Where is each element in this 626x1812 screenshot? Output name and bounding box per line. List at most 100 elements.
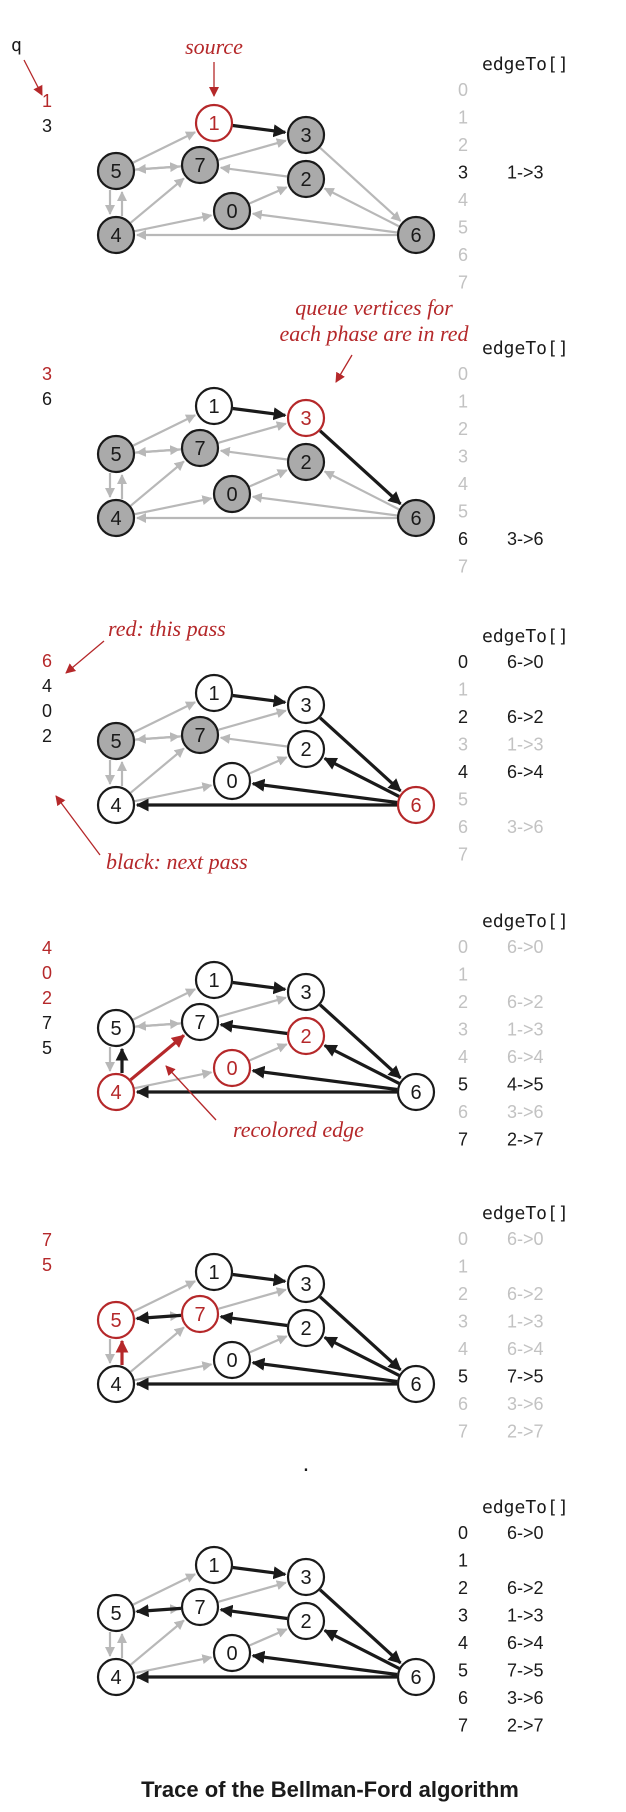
edge-7-3 [218, 708, 287, 731]
edgeto-header: edgeTo[] [482, 54, 569, 75]
edgeto-index: 6 [458, 1102, 468, 1122]
vertex-label: 7 [194, 155, 205, 177]
edgeto-index: 4 [458, 474, 468, 494]
vertex-circle [212, 1633, 252, 1673]
edgeto-index: 6 [458, 1688, 468, 1708]
edgeto-index: 0 [458, 937, 468, 957]
edgeto-header: edgeTo[] [482, 626, 569, 647]
vertex-6: 6 [396, 785, 436, 825]
edgeto-index: 7 [458, 845, 468, 865]
vertex-label: 7 [194, 1012, 205, 1034]
edge-4-7 [129, 747, 185, 794]
edgeto-index: 1 [458, 680, 468, 700]
vertex-label: 0 [226, 1350, 237, 1372]
edge-7-5 [135, 163, 182, 174]
vertex-1: 1 [194, 103, 234, 143]
vertex-label: 7 [194, 438, 205, 460]
queue-entry: 4 [42, 676, 52, 696]
edgeto-index: 7 [458, 1716, 468, 1736]
edge-5-1 [132, 414, 196, 447]
black-pass-arrow [55, 795, 101, 856]
recolored-edge-arrow [165, 1065, 217, 1121]
edge-4-0 [134, 1361, 213, 1382]
edgeto-index: 5 [458, 502, 468, 522]
edgeto-entry: 2->7 [507, 1130, 544, 1150]
vertex-6: 6 [396, 1364, 436, 1404]
recolored-edge-annotation: recolored edge [233, 1117, 364, 1142]
vertex-6: 6 [396, 1072, 436, 1112]
vertex-circle [96, 215, 136, 255]
vertex-4: 4 [96, 1072, 136, 1112]
edgeto-entry: 3->6 [507, 817, 544, 837]
edgeto-index: 5 [458, 1367, 468, 1387]
red-pass-arrow [65, 640, 105, 674]
vertex-label: 1 [208, 1555, 219, 1577]
edgeto-entry: 2->7 [507, 1716, 544, 1736]
vertex-7: 7 [180, 1587, 220, 1627]
edgeto-header: edgeTo[] [482, 338, 569, 359]
edgeto-entry: 3->6 [507, 1688, 544, 1708]
vertex-circle [180, 428, 220, 468]
vertex-0: 0 [212, 1633, 252, 1673]
vertex-label: 2 [300, 452, 311, 474]
edge-1-3 [232, 123, 287, 138]
edge-6-2 [323, 1336, 400, 1377]
edge-7-5 [135, 1020, 182, 1031]
edge-3-6 [319, 1295, 402, 1372]
edgeto-index: 2 [458, 707, 468, 727]
vertex-circle [396, 1657, 436, 1697]
edgeto-index: 3 [458, 735, 468, 755]
vertex-label: 2 [300, 1318, 311, 1340]
vertex-circle [180, 145, 220, 185]
edgeto-entry: 7->5 [507, 1367, 544, 1387]
vertex-circle [96, 721, 136, 761]
queue-entry: 4 [42, 938, 52, 958]
edge-3-6 [319, 716, 402, 793]
edge-2-7 [219, 1604, 288, 1621]
vertex-0: 0 [212, 761, 252, 801]
vertex-circle [212, 191, 252, 231]
vertex-circle [286, 398, 326, 438]
edge-6-0 [251, 778, 398, 805]
vertex-label: 3 [300, 1274, 311, 1296]
vertex-circle [180, 715, 220, 755]
edge-1-3 [232, 980, 287, 995]
edgeto-index: 5 [458, 218, 468, 238]
queue-entry: 3 [42, 116, 52, 136]
edge-7-5 [135, 446, 182, 457]
vertex-circle [286, 1016, 326, 1056]
queue-entry: 7 [42, 1230, 52, 1250]
vertex-5: 5 [96, 1593, 136, 1633]
vertex-circle [396, 1072, 436, 1112]
edgeto-index: 2 [458, 419, 468, 439]
vertex-circle [286, 1264, 326, 1304]
vertex-circle [96, 1657, 136, 1697]
vertex-circle [180, 1294, 220, 1334]
vertex-1: 1 [194, 1545, 234, 1585]
vertex-circle [286, 159, 326, 199]
vertex-circle [212, 1340, 252, 1380]
edge-6-2 [323, 187, 400, 228]
edge-0-2 [248, 1628, 288, 1647]
edgeto-index: 3 [458, 1606, 468, 1626]
edgeto-entry: 6->4 [507, 762, 544, 782]
vertex-circle [212, 1048, 252, 1088]
edgeto-entry: 1->3 [507, 1312, 544, 1332]
vertex-circle [286, 729, 326, 769]
edgeto-index: 0 [458, 1523, 468, 1543]
edge-4-0 [134, 1654, 213, 1675]
queue-entry: 0 [42, 963, 52, 983]
vertex-circle [286, 115, 326, 155]
edge-4-7 [129, 1326, 185, 1373]
edge-7-3 [218, 1287, 287, 1310]
edge-2-7 [219, 1311, 288, 1328]
ellipsis-dot: . [303, 1450, 310, 1477]
edge-5-1 [132, 1280, 196, 1313]
edge-3-6 [319, 1588, 402, 1665]
figure-caption: Trace of the Bellman-Ford algorithm [141, 1777, 519, 1802]
vertex-circle [286, 1308, 326, 1348]
vertex-7: 7 [180, 1294, 220, 1334]
vertex-label: 5 [110, 444, 121, 466]
edgeto-index: 2 [458, 992, 468, 1012]
